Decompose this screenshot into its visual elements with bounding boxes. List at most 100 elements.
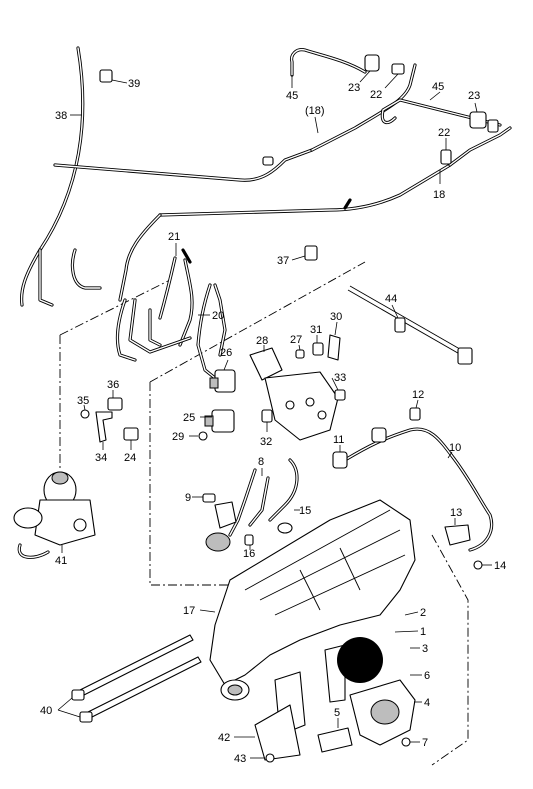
callout-42-label: 42 — [218, 732, 230, 744]
intake-manifold-17: 17 — [183, 499, 416, 701]
callout-37: 37 — [277, 255, 306, 267]
callout-18-bracketed: (18) — [305, 105, 325, 134]
callout-14-label: 14 — [494, 560, 506, 572]
callout-5: 5 — [334, 707, 340, 728]
callout-27-label: 27 — [290, 334, 302, 346]
callout-21: 21 — [168, 231, 180, 256]
callout-22b-label: 22 — [438, 127, 450, 139]
callout-41-label: 41 — [55, 555, 67, 567]
callout-9-label: 9 — [185, 492, 191, 504]
pipe-bundle-8 — [202, 458, 299, 552]
callout-36: 36 — [107, 379, 119, 398]
callout-39: 39 — [111, 78, 140, 90]
vacuum-line-10 — [332, 407, 494, 552]
callout-15-label: 15 — [299, 505, 311, 517]
callout-14-group: 14 — [473, 560, 506, 572]
callout-25: 25 — [183, 412, 212, 424]
callout-33: 33 — [331, 372, 346, 391]
callout-24: 24 — [124, 440, 136, 464]
callout-17-label: 17 — [183, 605, 195, 617]
callout-31-label: 31 — [310, 324, 322, 336]
vacuum-hose-assembly — [19, 46, 512, 380]
callout-1-label: 1 — [420, 626, 426, 638]
callout-26-label: 26 — [220, 347, 232, 359]
callout-3-label: 3 — [422, 643, 428, 655]
callout-31: 31 — [310, 324, 322, 343]
callout-32-label: 32 — [260, 436, 272, 448]
callout-1: 1 — [394, 626, 426, 638]
callout-20-label: 20 — [212, 310, 224, 322]
callout-42: 42 — [218, 732, 255, 744]
callout-45a: 45 — [286, 75, 298, 102]
bracket-group — [80, 397, 139, 443]
callout-39-label: 39 — [128, 78, 140, 90]
callout-34: 34 — [95, 442, 107, 464]
cable-tie-44: 44 — [347, 285, 473, 365]
callout-32: 32 — [260, 422, 272, 448]
callout-30: 30 — [330, 311, 342, 336]
callout-28: 28 — [256, 335, 268, 352]
callout-23b: 23 — [468, 90, 480, 113]
callout-4-label: 4 — [424, 697, 430, 709]
callout-10: 10 — [447, 442, 461, 459]
callout-7: 7 — [410, 737, 428, 749]
callout-11-label: 11 — [333, 434, 344, 446]
callout-33-label: 33 — [334, 372, 346, 384]
callout-36-label: 36 — [107, 379, 119, 391]
callout-16: 16 — [243, 545, 255, 560]
callout-35: 35 — [77, 395, 89, 411]
callout-2-label: 2 — [420, 607, 426, 619]
callout-18-label: 18 — [433, 189, 445, 201]
callout-6: 6 — [410, 670, 430, 682]
solenoid-valve-assembly — [204, 334, 346, 441]
callout-22a: 22 — [370, 73, 399, 101]
callout-29-label: 29 — [172, 431, 184, 443]
callout-45b-label: 45 — [432, 81, 444, 93]
callout-2: 2 — [404, 607, 426, 619]
callout-44-label: 44 — [385, 293, 397, 305]
hose-connectors — [99, 54, 499, 261]
callout-40-label: 40 — [40, 705, 52, 717]
callout-23a-label: 23 — [348, 82, 360, 94]
callout-43-label: 43 — [234, 753, 246, 765]
callout-27: 27 — [290, 334, 302, 351]
callout-8: 8 — [258, 456, 264, 476]
callout-23a: 23 — [348, 70, 371, 94]
callout-20: 20 — [198, 310, 224, 322]
callout-22b: 22 — [438, 127, 450, 150]
callout-38: 38 — [55, 110, 82, 122]
callout-22a-label: 22 — [370, 89, 382, 101]
callout-18: 18 — [433, 170, 445, 201]
callout-25-label: 25 — [183, 412, 195, 424]
callout-45b: 45 — [429, 81, 444, 101]
callout-30-label: 30 — [330, 311, 342, 323]
callout-4: 4 — [414, 697, 430, 709]
callout-9: 9 — [185, 492, 203, 504]
callout-8-label: 8 — [258, 456, 264, 468]
callout-43: 43 — [234, 753, 275, 765]
callout-18p-label: (18) — [305, 105, 325, 117]
throttle-housing-group — [254, 637, 416, 761]
callout-15: 15 — [294, 505, 311, 517]
callout-13-group: 13 — [444, 507, 471, 546]
callout-29: 29 — [172, 431, 208, 443]
callout-23b-label: 23 — [468, 90, 480, 102]
callout-3: 3 — [410, 643, 428, 655]
callout-12: 12 — [412, 389, 424, 409]
callout-35-label: 35 — [77, 395, 89, 407]
cable-ties-40: 40 — [40, 634, 202, 723]
vacuum-pump-41: 41 — [13, 471, 96, 567]
callout-37-label: 37 — [277, 255, 289, 267]
callout-28-label: 28 — [256, 335, 268, 347]
callout-16-label: 16 — [243, 548, 255, 560]
callout-6-label: 6 — [424, 670, 430, 682]
callout-12-label: 12 — [412, 389, 424, 401]
callout-45a-label: 45 — [286, 90, 298, 102]
callout-7-label: 7 — [422, 737, 428, 749]
callout-24-label: 24 — [124, 452, 136, 464]
assembly-boundary-lines — [59, 261, 469, 766]
callout-21-label: 21 — [168, 231, 180, 243]
callout-11: 11 — [333, 434, 344, 452]
callout-26: 26 — [220, 347, 232, 371]
